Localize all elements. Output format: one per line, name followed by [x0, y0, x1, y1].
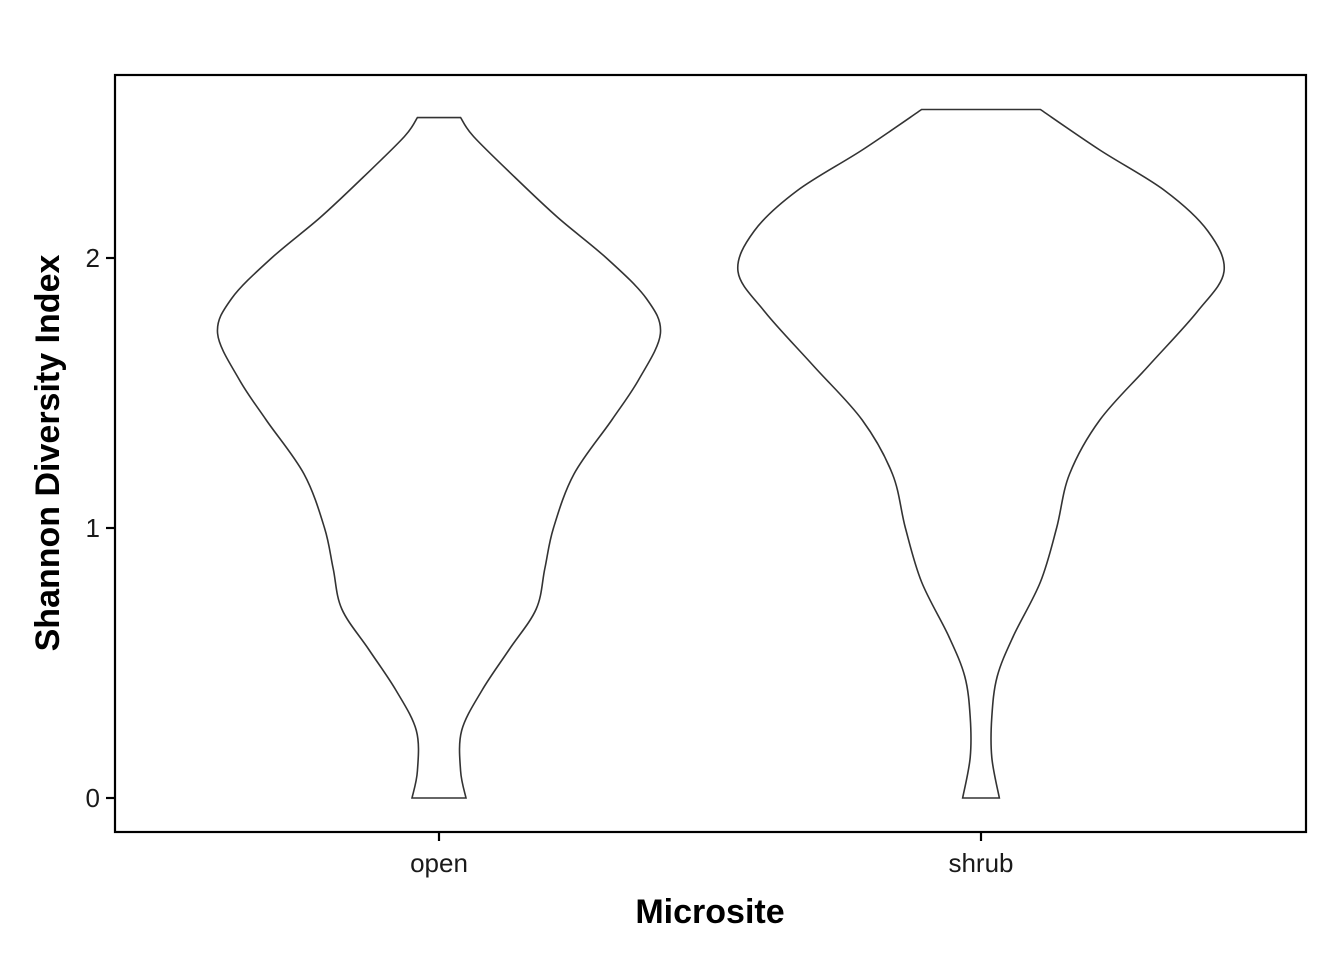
panel-border: [113, 73, 1308, 834]
y-axis: 0 1 2: [86, 243, 115, 813]
x-axis-title: Microsite: [635, 893, 784, 931]
x-tick-label-open: open: [410, 848, 468, 878]
y-axis-title: Shannon Diversity Index: [29, 255, 67, 652]
y-tick-label: 2: [86, 243, 100, 273]
violin-open: [216, 116, 662, 799]
x-tick-label-shrub: shrub: [948, 848, 1013, 878]
y-tick-label: 1: [86, 513, 100, 543]
x-axis: open shrub: [410, 832, 1014, 878]
violin-layer: [216, 108, 1226, 799]
y-tick-label: 0: [86, 783, 100, 813]
violin-shrub: [736, 108, 1226, 799]
